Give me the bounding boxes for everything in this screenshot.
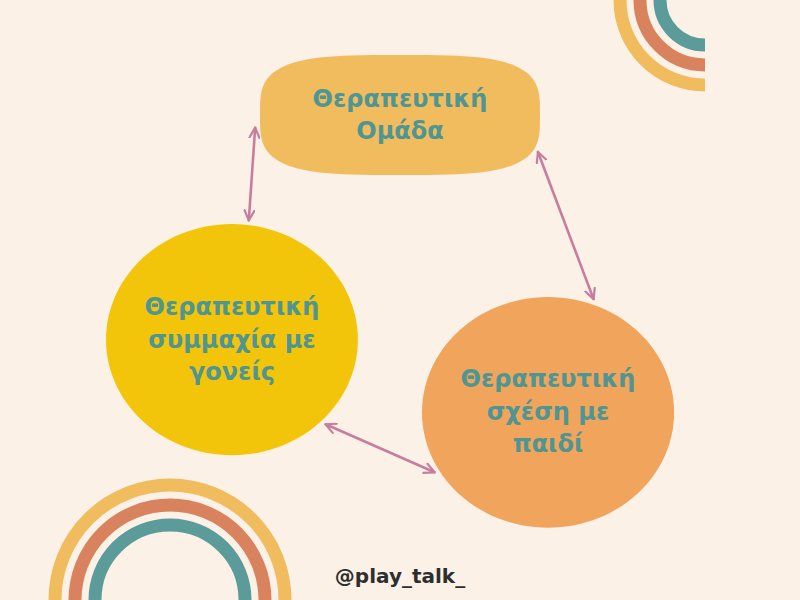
rainbow-arc bbox=[55, 485, 285, 600]
rainbow-arc bbox=[640, 0, 705, 65]
rainbow-arc bbox=[95, 525, 245, 600]
blob-node: Θεραπευτική Ομάδα bbox=[260, 55, 540, 175]
blob-outline bbox=[106, 224, 358, 455]
blob-node: Θεραπευτική σχέση με παιδί bbox=[422, 297, 674, 528]
blob-node: Θεραπευτική συμμαχία με γονείς bbox=[106, 224, 358, 455]
rainbow-arc bbox=[660, 0, 705, 45]
node-text: Θεραπευτική συμμαχία με γονείς bbox=[144, 291, 319, 388]
double-arrow bbox=[538, 152, 594, 299]
blob-outline bbox=[422, 297, 674, 528]
blob-shape bbox=[260, 55, 540, 175]
handle-label: @play_talk_ bbox=[335, 564, 465, 588]
rainbow-arc bbox=[75, 505, 265, 600]
blob-outline bbox=[260, 55, 540, 175]
double-arrow bbox=[326, 424, 435, 472]
node-text: Θεραπευτική σχέση με παιδί bbox=[460, 363, 635, 460]
double-arrow bbox=[249, 128, 255, 221]
rainbow-arc bbox=[620, 0, 705, 85]
node-text: Θεραπευτική Ομάδα bbox=[305, 83, 495, 148]
